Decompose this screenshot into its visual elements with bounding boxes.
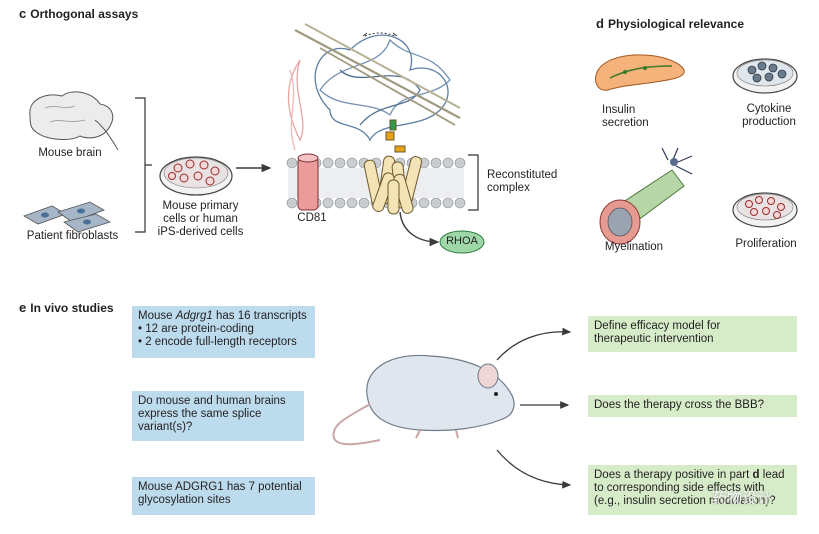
proliferation-label: Proliferation [735, 238, 797, 250]
insulin-line2: secretion [602, 117, 649, 129]
panel-d-title-text: Physiological relevance [607, 17, 745, 31]
glycosylation-box: Mouse ADGRG1 has 7 potential glycosylati… [132, 477, 315, 515]
splice-line2: express the same splice [138, 408, 262, 420]
rhoa-label: RHOA [446, 235, 478, 247]
mouse-icon [332, 354, 515, 446]
cells-label-line3: iPS-derived cells [157, 226, 244, 238]
mouse-brain-icon [29, 91, 119, 151]
gpcr-receptor-icon [363, 119, 423, 215]
panel-d-letter: d [596, 16, 604, 31]
side-effects-post: lead [759, 469, 785, 481]
reconstituted-line1: Reconstituted [487, 169, 558, 181]
petri-dish-cells-icon [159, 156, 233, 196]
panel-e-title-text: In vivo studies [30, 301, 114, 315]
arrow-to-g1 [496, 327, 572, 361]
bracket-left [135, 97, 152, 233]
watermark: 药物设计 [712, 490, 773, 507]
splice-line1: Do mouse and human brains [138, 395, 286, 407]
fibroblasts-icon [23, 201, 111, 233]
efficacy-line1: Define efficacy model for [594, 320, 721, 332]
glyco-line1: Mouse ADGRG1 has 7 potential [138, 481, 302, 493]
cells-label-line2: cells or human [163, 213, 238, 225]
arrow-to-rhoa [399, 211, 440, 247]
transcripts-bullet1: • 12 are protein-coding [138, 323, 254, 335]
transcripts-pre: Mouse [138, 310, 176, 322]
cells-label-line1: Mouse primary [162, 200, 239, 212]
transcripts-bullet2: • 2 encode full-length receptors [138, 336, 297, 348]
cytokine-production-label: Cytokine production [730, 103, 808, 129]
side-effects-line1: Does a therapy positive in part d lead [594, 469, 791, 482]
arrow-to-g3 [496, 449, 572, 489]
gene-name: Adgrg1 [175, 310, 213, 322]
insulin-line1: Insulin [602, 104, 636, 116]
panel-c-title-text: Orthogonal assays [30, 7, 139, 21]
glyco-line2: glycosylation sites [138, 494, 231, 506]
myelination-label: Myelination [604, 241, 664, 253]
transcripts-line1: Mouse Adgrg1 has 16 transcripts [138, 310, 309, 323]
panel-c-letter: c [19, 6, 27, 21]
cytokine-dish-icon [732, 58, 798, 94]
efficacy-line2: therapeutic intervention [594, 333, 714, 345]
cells-label: Mouse primary cells or human iPS-derived… [148, 200, 253, 239]
transcripts-box: Mouse Adgrg1 has 16 transcripts • 12 are… [132, 306, 315, 358]
pancreas-icon [595, 54, 685, 91]
cytokine-line2: production [742, 116, 796, 128]
side-effects-line2: to corresponding side effects with [594, 482, 765, 494]
efficacy-model-box: Define efficacy model for therapeutic in… [588, 316, 797, 352]
myelinated-axon-icon [599, 147, 693, 245]
rhoa-oval [439, 230, 485, 254]
reconstituted-line2: complex [487, 182, 530, 194]
reconstituted-complex-label: Reconstituted complex [487, 169, 577, 195]
cd81-protein-icon [297, 153, 319, 211]
panel-e-letter: e [19, 300, 27, 315]
mouse-brain-label: Mouse brain [38, 147, 102, 159]
splice-line3: variant(s)? [138, 421, 193, 433]
protein-tangle [287, 23, 461, 151]
proliferation-dish-icon [732, 192, 798, 228]
side-effects-pre: Does a therapy positive in part [594, 469, 753, 481]
side-effects-box: Does a therapy positive in part d lead t… [588, 465, 797, 515]
transcripts-post: has 16 transcripts [212, 310, 307, 322]
cd81-label: CD81 [297, 212, 327, 224]
splice-variant-box: Do mouse and human brains express the sa… [132, 391, 304, 441]
patient-fibroblasts-label: Patient fibroblasts [26, 230, 119, 242]
insulin-secretion-label: Insulin secretion [602, 104, 672, 130]
side-effects-part: d [752, 469, 760, 481]
bbb-box: Does the therapy cross the BBB? [588, 395, 797, 417]
cytokine-line1: Cytokine [746, 103, 792, 115]
side-effects-line3: (e.g., insulin secretion modulation)? [594, 495, 776, 507]
bracket-right [468, 154, 479, 211]
